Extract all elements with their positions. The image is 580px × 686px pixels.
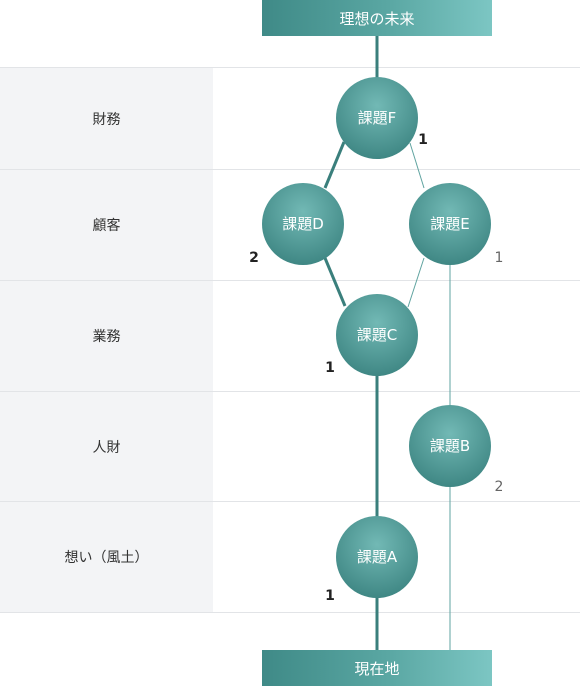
row-divider [0, 612, 580, 613]
connector-f-d [323, 141, 346, 189]
ideal-future-banner: 理想の未来 [262, 0, 492, 36]
row-gyomu: 業務 [0, 281, 580, 391]
row-label-omoi: 想い（風土） [0, 502, 213, 612]
node-c-count: 1 [325, 360, 335, 376]
node-b[interactable]: 課題B [409, 405, 491, 487]
row-divider [0, 169, 580, 170]
current-position-banner: 現在地 [262, 650, 492, 686]
node-c[interactable]: 課題C [336, 294, 418, 376]
node-d-label: 課題D [282, 215, 324, 233]
node-c-label: 課題C [357, 326, 397, 344]
node-f[interactable]: 課題F [336, 77, 418, 159]
node-a[interactable]: 課題A [336, 516, 418, 598]
row-omoi: 想い（風土） [0, 502, 580, 612]
node-a-label: 課題A [357, 548, 398, 566]
node-b-count: 2 [495, 479, 504, 495]
node-e[interactable]: 課題E [409, 183, 491, 265]
connector-f-e [409, 142, 425, 189]
connector-d-c [323, 257, 347, 307]
node-e-label: 課題E [430, 215, 469, 233]
row-divider [0, 391, 580, 392]
row-divider [0, 280, 580, 281]
node-a-count: 1 [325, 588, 335, 604]
row-label-jinzai: 人財 [0, 392, 213, 501]
row-zaimu: 財務 [0, 68, 580, 169]
node-b-label: 課題B [430, 437, 470, 455]
row-label-zaimu: 財務 [0, 68, 213, 169]
node-f-count: 1 [418, 132, 428, 148]
row-divider [0, 67, 580, 68]
node-d[interactable]: 課題D [262, 183, 344, 265]
node-f-label: 課題F [358, 109, 397, 127]
row-label-gyomu: 業務 [0, 281, 213, 391]
connector-e-c [407, 257, 425, 308]
node-d-count: 2 [249, 250, 259, 266]
row-divider [0, 501, 580, 502]
row-label-kokyaku: 顧客 [0, 170, 213, 280]
row-kokyaku: 顧客 [0, 170, 580, 280]
node-e-count: 1 [495, 250, 504, 266]
row-jinzai: 人財 [0, 392, 580, 501]
